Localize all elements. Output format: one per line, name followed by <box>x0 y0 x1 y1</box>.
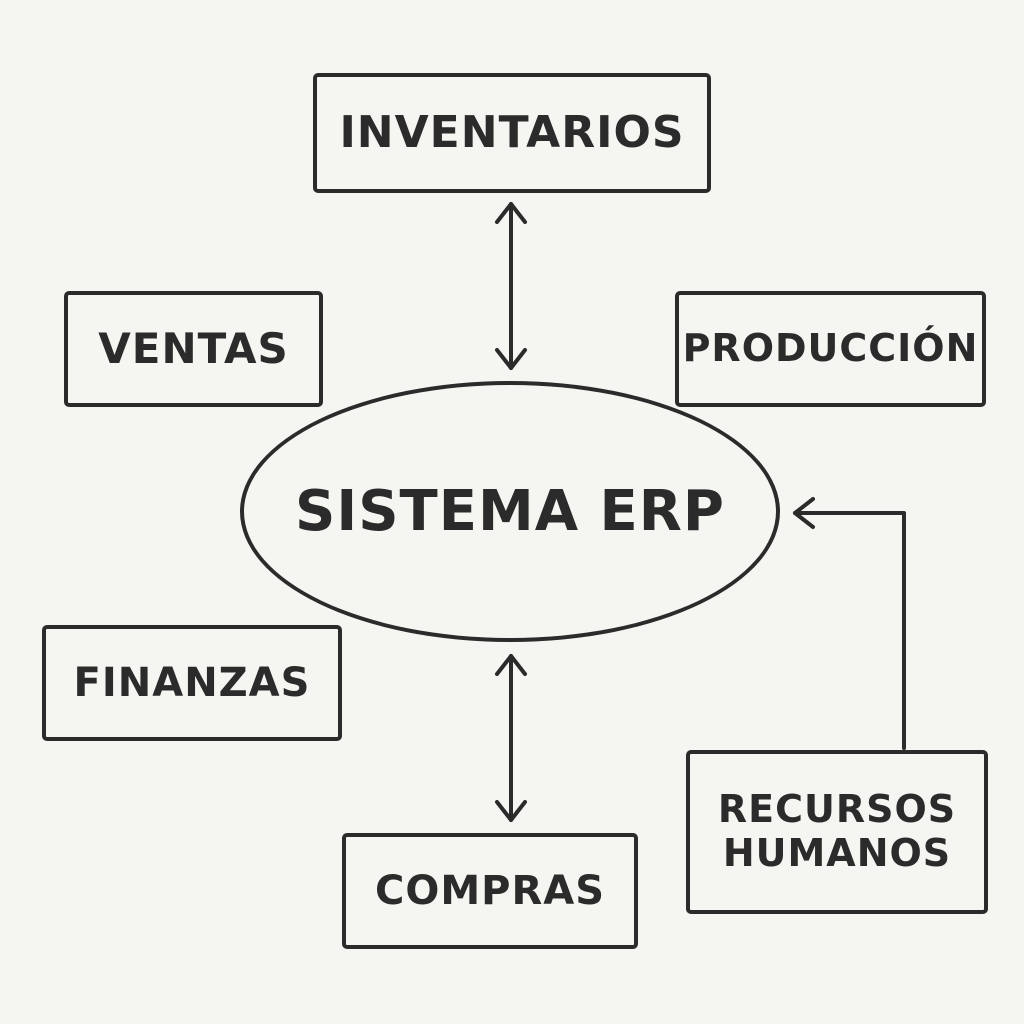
module-finanzas-label: FINANZAS <box>73 660 311 706</box>
module-ventas-label: VENTAS <box>98 323 289 373</box>
module-recursos-humanos: RECURSOS HUMANOS <box>686 750 988 914</box>
module-ventas: VENTAS <box>64 291 323 407</box>
module-finanzas: FINANZAS <box>42 625 342 741</box>
module-compras: COMPRAS <box>342 833 638 949</box>
connector-inventarios-center <box>495 202 527 370</box>
connector-rrhh-center <box>793 497 906 750</box>
module-inventarios: INVENTARIOS <box>313 73 711 193</box>
module-rrhh-label-line1: RECURSOS <box>717 787 957 832</box>
module-rrhh-label-line2: HUMANOS <box>722 831 952 875</box>
connector-center-compras <box>495 654 527 822</box>
center-sistema-erp: SISTEMA ERP <box>240 381 780 642</box>
module-produccion: PRODUCCIÓN <box>675 291 986 407</box>
module-compras-label: COMPRAS <box>374 868 606 914</box>
module-produccion-label: PRODUCCIÓN <box>682 326 979 371</box>
module-inventarios-label: INVENTARIOS <box>339 106 685 158</box>
center-label: SISTEMA ERP <box>295 479 725 544</box>
